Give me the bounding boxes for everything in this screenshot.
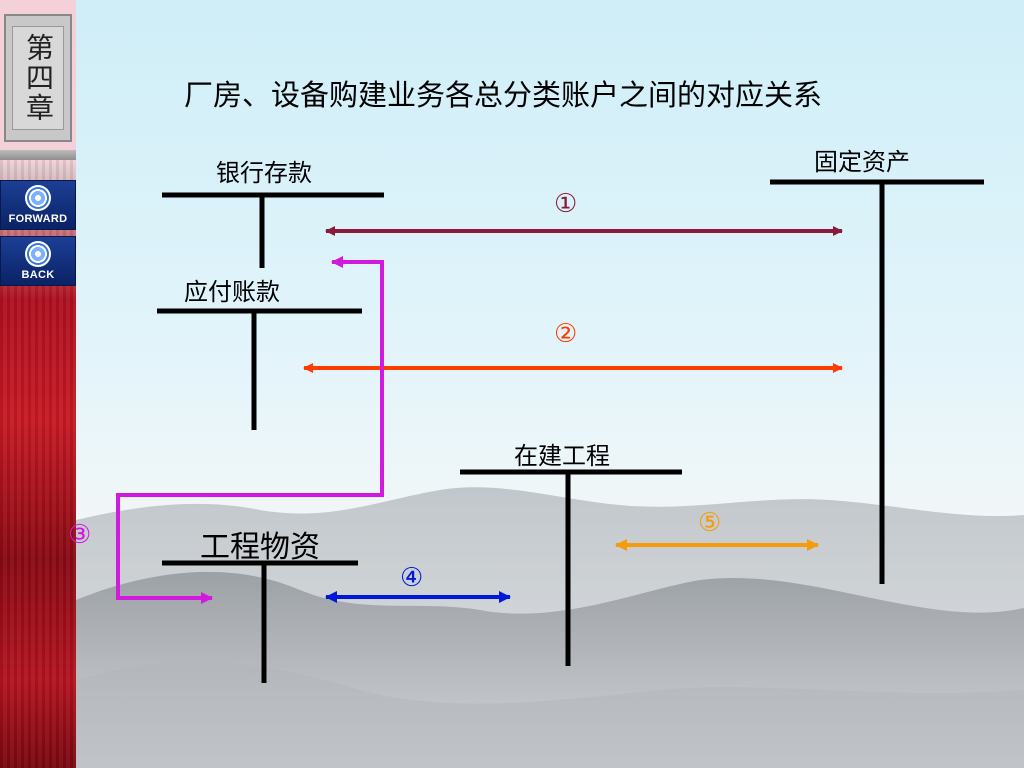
forward-button[interactable]: FORWARD (0, 180, 76, 230)
t-account-construction-in-progress (460, 469, 682, 666)
account-label-bank-deposit: 银行存款 (216, 159, 312, 187)
flow-marker-2: ② (554, 319, 578, 349)
account-label-construction-in-progress: 在建工程 (514, 442, 610, 470)
flow-marker-4: ④ (400, 563, 424, 593)
t-account-engineering-materials (162, 560, 358, 683)
t-account-fixed-assets (770, 179, 984, 584)
flow-marker-3: ③ (68, 520, 92, 550)
chapter-box-inner: 第四章 (12, 26, 64, 130)
t-account-bank-deposit (162, 192, 384, 268)
flow-arrow-3 (116, 256, 384, 604)
forward-label: FORWARD (8, 213, 68, 225)
forward-icon (25, 185, 51, 211)
back-icon (25, 241, 51, 267)
back-button[interactable]: BACK (0, 236, 76, 286)
t-account-accounts-payable (157, 308, 362, 430)
back-label: BACK (21, 269, 55, 281)
chapter-divider (0, 150, 76, 160)
account-label-fixed-assets: 固定资产 (814, 148, 910, 176)
flow-marker-1: ① (554, 189, 578, 219)
flow-marker-5: ⑤ (698, 508, 722, 538)
chapter-label: 第四章 (22, 33, 55, 123)
left-sidebar: 第四章 FORWARD BACK (0, 0, 76, 768)
page-title: 厂房、设备购建业务各总分类账户之间的对应关系 (184, 78, 823, 112)
chapter-box: 第四章 (4, 14, 72, 142)
